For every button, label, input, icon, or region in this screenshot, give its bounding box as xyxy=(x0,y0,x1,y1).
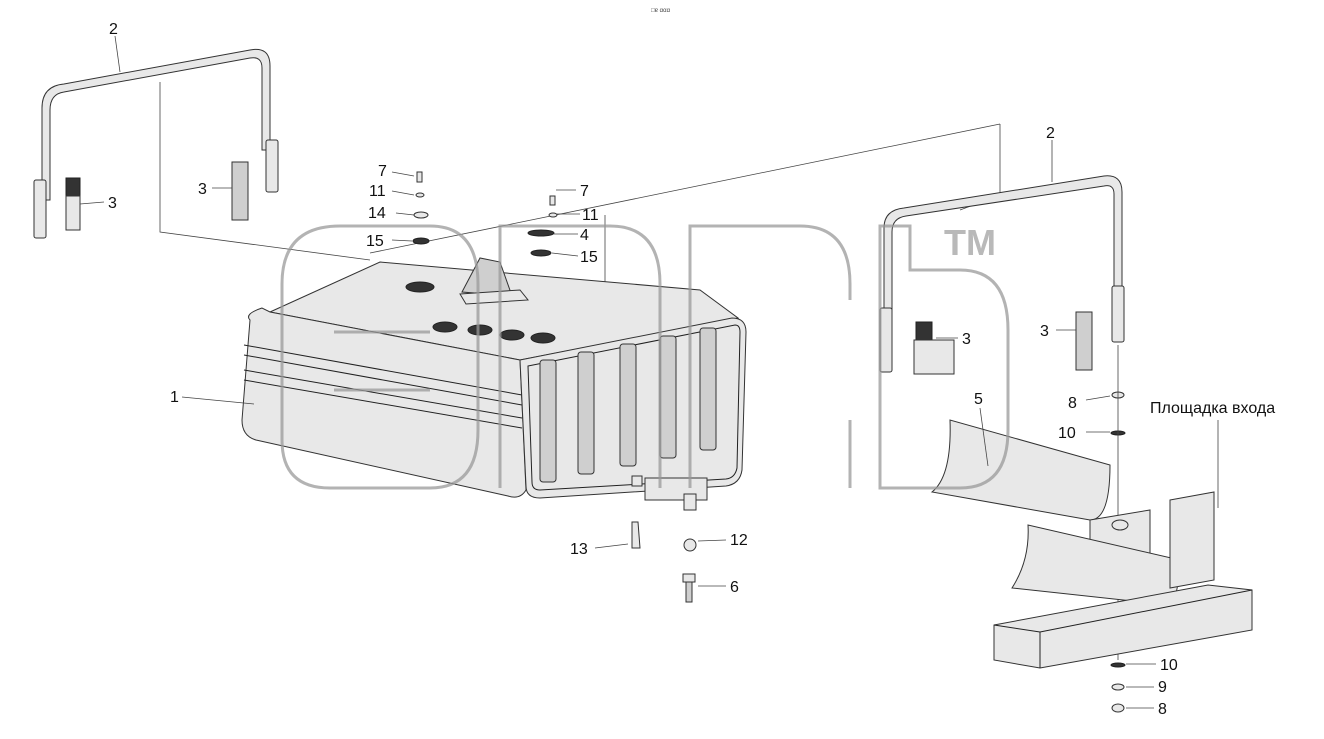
right-bracket-rear xyxy=(1075,311,1093,371)
callout-2-left: 2 xyxy=(109,21,118,38)
washers-lower xyxy=(1110,662,1126,713)
callout-1: 1 xyxy=(170,389,179,406)
watermark-trademark: TM xyxy=(944,222,996,263)
callout-15-right: 15 xyxy=(580,249,598,266)
callout-8-lower: 8 xyxy=(1158,701,1167,718)
drain-plug xyxy=(682,573,696,603)
entry-platform-label: Площадка входа xyxy=(1150,400,1275,417)
callout-3-right-rear: 3 xyxy=(1040,323,1049,340)
callout-8-upper: 8 xyxy=(1068,395,1077,412)
callout-3-left-front: 3 xyxy=(108,195,117,212)
callout-9: 9 xyxy=(1158,679,1167,696)
callout-7-right: 7 xyxy=(580,183,589,200)
leader-lines xyxy=(79,35,1219,709)
watermark-logo: TM xyxy=(280,222,1010,490)
callout-11-left: 11 xyxy=(369,183,386,200)
fastener-stack-right xyxy=(527,195,558,257)
callout-13: 13 xyxy=(570,541,588,558)
callout-3-left-rear: 3 xyxy=(198,181,207,198)
header-caption: □ɐ ααα xyxy=(651,8,671,14)
fastener-stack-left xyxy=(412,171,430,245)
callout-4: 4 xyxy=(580,227,589,244)
step-plate-upper xyxy=(930,419,1111,521)
left-bracket-front xyxy=(65,177,81,231)
callout-11-right: 11 xyxy=(582,207,599,224)
callout-10-upper: 10 xyxy=(1058,425,1076,442)
entry-platform xyxy=(993,491,1253,669)
callout-15-left: 15 xyxy=(366,233,384,250)
callout-12: 12 xyxy=(730,532,748,549)
callout-5: 5 xyxy=(974,391,983,408)
left-handrail xyxy=(33,48,279,239)
sensor-part xyxy=(631,521,641,549)
left-bracket-rear xyxy=(231,161,249,221)
callout-14: 14 xyxy=(368,205,386,222)
seal-ring xyxy=(683,538,697,552)
callout-2-right: 2 xyxy=(1046,125,1055,142)
callout-7-left: 7 xyxy=(378,163,387,180)
callout-6: 6 xyxy=(730,579,739,596)
callout-3-right-front: 3 xyxy=(962,331,971,348)
callout-10-lower: 10 xyxy=(1160,657,1178,674)
right-bracket-front xyxy=(913,321,955,375)
fuel-tank xyxy=(241,257,747,511)
callouts: 1 2 2 3 3 3 3 4 5 6 7 7 8 8 9 10 10 11 1… xyxy=(108,21,1275,718)
